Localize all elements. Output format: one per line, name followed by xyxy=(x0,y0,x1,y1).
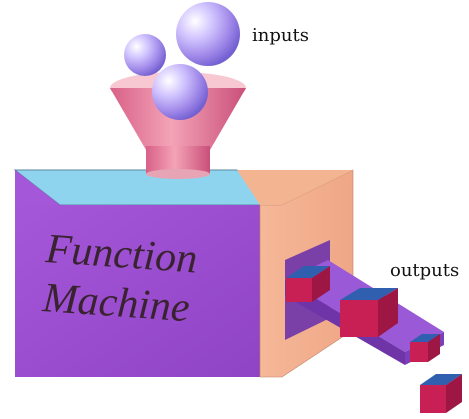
input-sphere-medium xyxy=(152,64,208,120)
machine-front-upper xyxy=(15,170,60,205)
input-sphere-large xyxy=(176,2,240,66)
outputs-label: outputs xyxy=(390,260,459,281)
output-cube-1 xyxy=(286,266,330,302)
output-cube-2 xyxy=(340,288,398,337)
output-cube-4 xyxy=(420,374,462,413)
machine-side-top xyxy=(237,170,353,205)
box-title-line1: Function xyxy=(43,226,198,283)
box-title-line2: Machine xyxy=(40,275,191,331)
output-cube-3 xyxy=(410,334,440,362)
inputs-label: inputs xyxy=(252,25,309,46)
machine-front-rect xyxy=(15,205,260,377)
input-sphere-small xyxy=(124,34,166,76)
